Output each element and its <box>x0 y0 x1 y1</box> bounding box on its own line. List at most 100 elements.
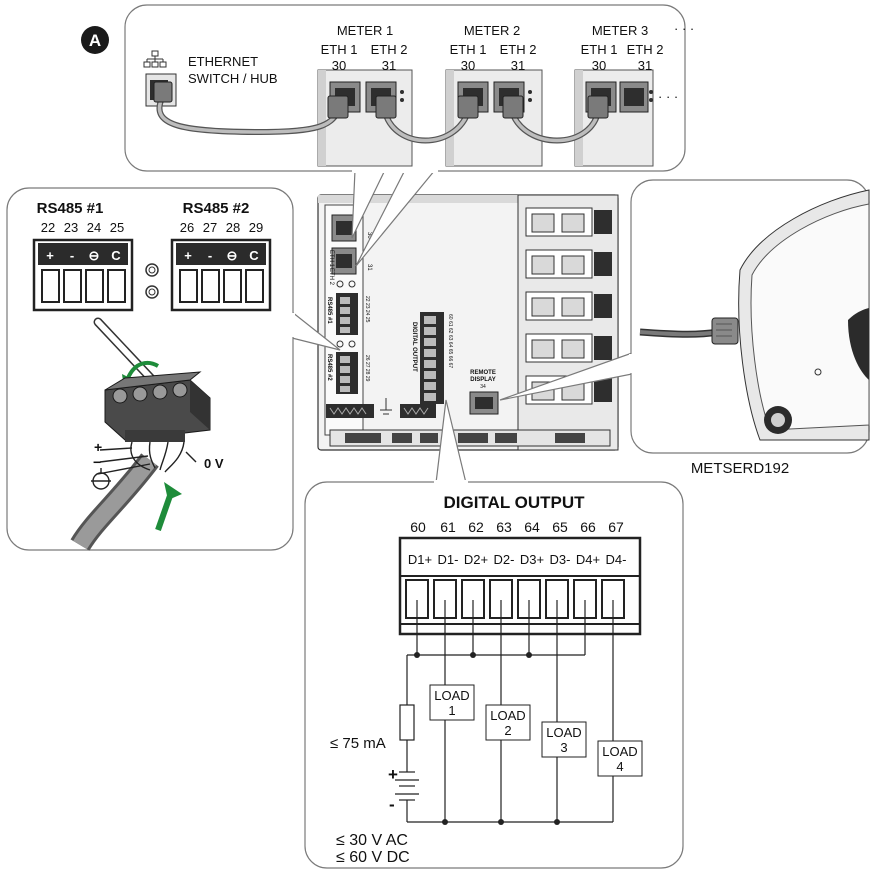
rs485-pin-24: 24 <box>87 220 101 235</box>
meter2-eth1: ETH 1 <box>450 42 487 57</box>
ethernet-cables <box>153 81 609 144</box>
do-title: DIGITAL OUTPUT <box>443 493 585 512</box>
display-model-label: METSERD192 <box>691 460 789 477</box>
front-rs485-2-label: RS485 #2 <box>326 354 332 381</box>
wire-plus-label: + <box>94 439 102 455</box>
meter1-n31: 31 <box>382 58 396 73</box>
load-4-number: 4 <box>616 759 623 774</box>
meter2-title: METER 2 <box>464 23 520 38</box>
meter-body-2 <box>445 69 543 167</box>
meter3-ellipsis-side: · · · <box>658 89 678 104</box>
front-rs485-1-label: RS485 #1 <box>326 297 332 324</box>
supply-minus-label: - <box>389 795 395 814</box>
front-eth2-label: ETH 2 <box>328 268 334 286</box>
meter3-n30: 30 <box>592 58 606 73</box>
badge-a <box>81 26 109 54</box>
wire-0v-label: 0 V <box>204 456 224 471</box>
supply-dc-limit: ≤ 60 V DC <box>336 849 410 866</box>
rs485-2-sym-common: C <box>249 248 259 263</box>
do-pin-66: 66 <box>580 519 596 535</box>
load-3-number: 3 <box>560 740 567 755</box>
rs485-pin-27: 27 <box>203 220 217 235</box>
meter3-title: METER 3 <box>592 23 648 38</box>
rs485-2-sym-shield: ⊖ <box>227 248 238 263</box>
do-pin-61: 61 <box>440 519 456 535</box>
meter2-n30: 30 <box>461 58 475 73</box>
meter1-title: METER 1 <box>337 23 393 38</box>
rs485-1-title: RS485 #1 <box>37 200 104 217</box>
rs485-pin-22: 22 <box>41 220 55 235</box>
front-eth1-label: ETH 1 <box>328 250 334 268</box>
do-pin-67: 67 <box>608 519 624 535</box>
load-1-number: 1 <box>448 703 455 718</box>
meter3-eth2: ETH 2 <box>627 42 664 57</box>
rs485-pin-25: 25 <box>110 220 124 235</box>
rs485-1-sym-plus: + <box>46 248 54 263</box>
rotate-arrow-icon <box>126 360 160 379</box>
switch-label-line1: ETHERNET <box>188 54 258 69</box>
badge-letter: A <box>89 31 101 50</box>
do-label-d3m: D3- <box>550 552 571 567</box>
rs485-connector-1 <box>32 238 134 312</box>
load-2 <box>485 704 531 741</box>
front-display-label: DISPLAY <box>470 377 495 383</box>
rs485-1-sym-minus: - <box>70 248 74 263</box>
rs485-cable-illustration <box>70 441 197 551</box>
do-label-d4p: D4+ <box>576 552 600 567</box>
do-label-d2p: D2+ <box>464 552 488 567</box>
rs485-2-title: RS485 #2 <box>183 200 250 217</box>
load-1 <box>429 684 475 721</box>
switch-label-line2: SWITCH / HUB <box>188 71 278 86</box>
meter-body-3 <box>574 69 654 167</box>
do-pin-63: 63 <box>496 519 512 535</box>
load-2-word: LOAD <box>490 708 525 723</box>
remote-display-illustration <box>639 189 870 441</box>
meter2-n31: 31 <box>511 58 525 73</box>
rs485-plug-illustration <box>104 371 211 442</box>
do-pin-62: 62 <box>468 519 484 535</box>
meter3-n31: 31 <box>638 58 652 73</box>
rs485-2-sym-plus: + <box>184 248 192 263</box>
front-rs485-2-pins: 26 27 28 29 <box>364 355 370 382</box>
do-wiring <box>395 600 614 823</box>
power-terminals <box>525 207 612 405</box>
front-do-pins: 60 61 62 63 64 65 66 67 <box>447 314 453 368</box>
rs485-pin-26: 26 <box>180 220 194 235</box>
do-label-d1m: D1- <box>438 552 459 567</box>
meter2-eth2: ETH 2 <box>500 42 537 57</box>
load-3 <box>541 721 587 758</box>
do-pin-64: 64 <box>524 519 540 535</box>
wire-minus-label: − <box>93 454 101 470</box>
front-eth1-number: 30 <box>366 232 372 239</box>
front-rs485-1-pins: 22 23 24 25 <box>364 296 370 323</box>
load-4 <box>597 740 643 777</box>
rs485-2-sym-minus: - <box>208 248 212 263</box>
do-label-d3p: D3+ <box>520 552 544 567</box>
do-label-d1p: D1+ <box>408 552 432 567</box>
meter3-eth1: ETH 1 <box>581 42 618 57</box>
shield-ground-icon <box>91 468 111 490</box>
meter1-eth2: ETH 2 <box>371 42 408 57</box>
meter1-n30: 30 <box>332 58 346 73</box>
rs485-1-sym-common: C <box>111 248 121 263</box>
do-label-d4m: D4- <box>606 552 627 567</box>
do-pin-60: 60 <box>410 519 426 535</box>
meter3-ellipsis-top: · · · <box>674 21 694 36</box>
front-remote-number: 34 <box>480 384 486 390</box>
load-1-word: LOAD <box>434 688 469 703</box>
load-3-word: LOAD <box>546 725 581 740</box>
do-pin-65: 65 <box>552 519 568 535</box>
front-eth2-number: 31 <box>366 264 372 271</box>
rs485-1-sym-shield: ⊖ <box>89 248 100 263</box>
current-limit-label: ≤ 75 mA <box>330 735 386 752</box>
rs485-pin-29: 29 <box>249 220 263 235</box>
do-label-d2m: D2- <box>494 552 515 567</box>
load-2-number: 2 <box>504 723 511 738</box>
front-remote-label: REMOTE <box>470 370 496 376</box>
do-connector <box>398 536 642 636</box>
meter1-eth1: ETH 1 <box>321 42 358 57</box>
rs485-pin-28: 28 <box>226 220 240 235</box>
rs485-pin-23: 23 <box>64 220 78 235</box>
front-digital-output-label: DIGITAL OUTPUT <box>411 322 417 372</box>
